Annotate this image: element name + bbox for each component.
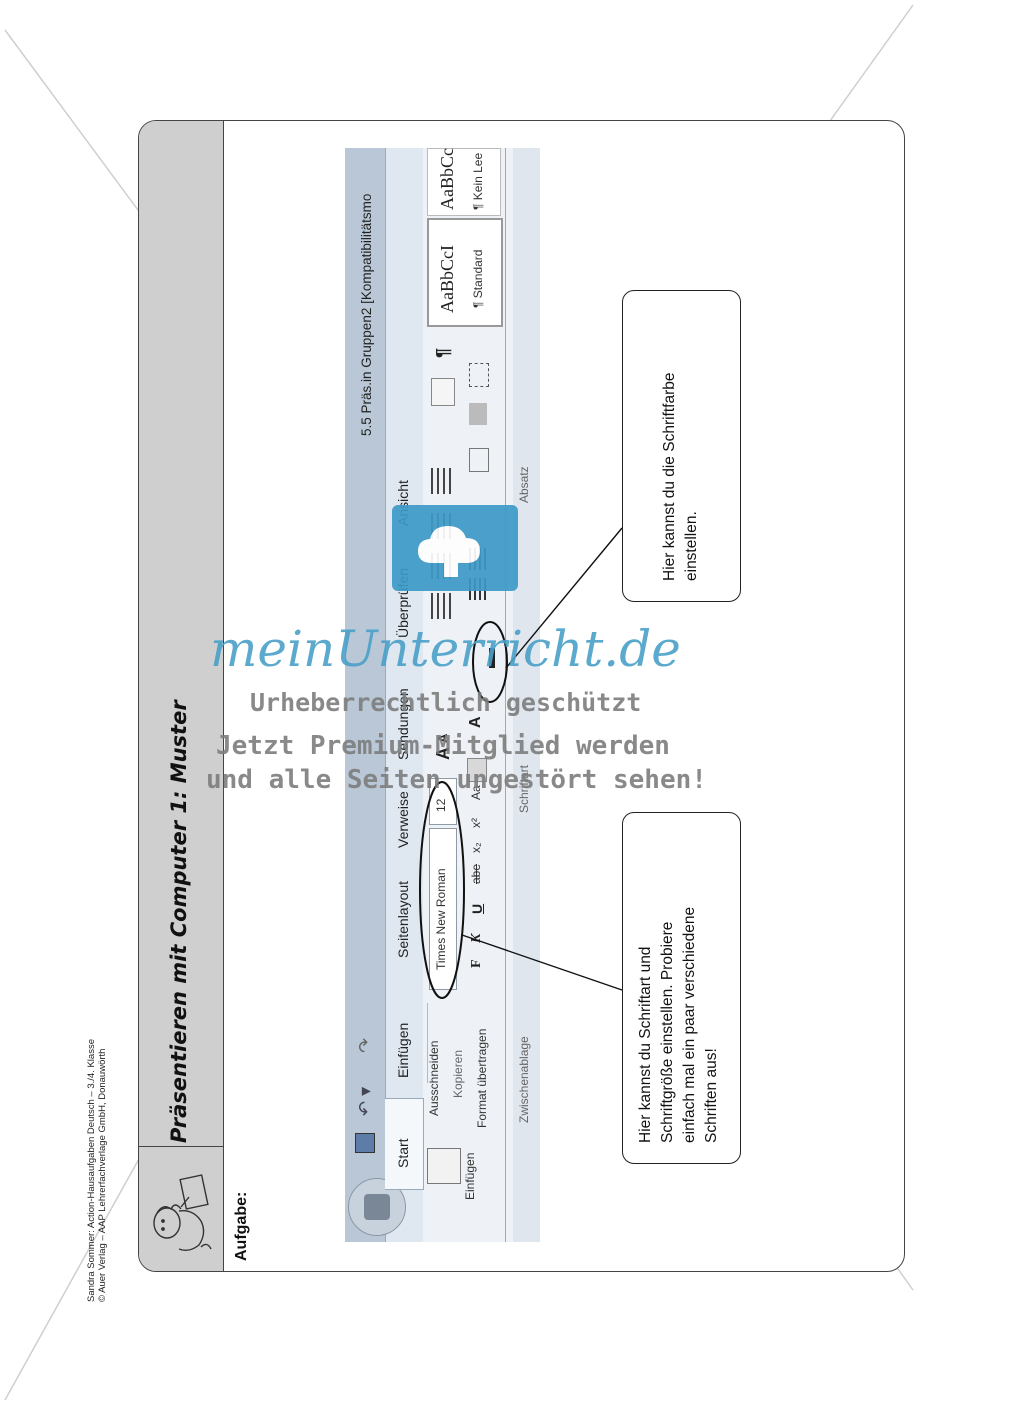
worksheet-header-bar bbox=[139, 121, 224, 1271]
style-kein-leerraum-box[interactable] bbox=[427, 148, 501, 216]
watermark-cloud-logo bbox=[392, 505, 518, 591]
callout-font-color-line-1: Hier kannst du die Schriftfarbe bbox=[661, 372, 678, 582]
callout-font-type-line-4: Schriften aus! bbox=[703, 1048, 720, 1143]
tab-start-bg bbox=[385, 1098, 424, 1190]
font-size-field[interactable] bbox=[429, 778, 457, 825]
callout-font-type-line-2: Schriftgröße einstellen. Probiere bbox=[659, 921, 676, 1143]
watermark-brand: meinUnterricht.de bbox=[210, 620, 681, 678]
borders-icon[interactable] bbox=[469, 363, 489, 387]
callout-font-color: Hier kannst du die Schriftfarbe einstell… bbox=[622, 290, 741, 602]
callout-font-type-line-3: einfach mal ein paar verschiedene bbox=[681, 906, 698, 1143]
watermark-line-2: Jetzt Premium-Mitglied werden bbox=[216, 731, 670, 761]
child-writing-icon bbox=[153, 1174, 212, 1252]
save-icon[interactable] bbox=[355, 1133, 375, 1153]
sort-icon[interactable] bbox=[431, 378, 455, 406]
office-button[interactable] bbox=[348, 1178, 406, 1236]
shading-icon[interactable] bbox=[469, 403, 487, 425]
callout-font-type-text: Hier kannst du Schriftart und Schriftgrö… bbox=[635, 907, 723, 1143]
callout-font-color-line-2: einstellen. bbox=[683, 511, 700, 581]
watermark-line-3: und alle Seiten ungestört sehen! bbox=[206, 765, 707, 795]
callout-font-color-text: Hier kannst du die Schriftfarbe einstell… bbox=[659, 373, 703, 582]
callout-font-type-line-1: Hier kannst du Schriftart und bbox=[637, 946, 654, 1143]
line-spacing-icon[interactable] bbox=[469, 448, 489, 472]
font-name-field[interactable] bbox=[429, 828, 457, 990]
style-standard-box[interactable] bbox=[427, 218, 503, 327]
font-color-bar-icon bbox=[489, 648, 495, 668]
watermark-line-1: Urheberrechtlich geschützt bbox=[250, 688, 642, 717]
bullets-icon[interactable] bbox=[431, 593, 451, 619]
callout-font-type: Hier kannst du Schriftart und Schriftgrö… bbox=[622, 812, 741, 1164]
office-logo-icon bbox=[364, 1194, 390, 1220]
paste-icon[interactable] bbox=[427, 1148, 461, 1184]
word-ribbon-screenshot: ↶ ▾ ↷ Start Einfügen Seitenlayout Verwei… bbox=[345, 148, 540, 1242]
highlight-icon[interactable] bbox=[467, 758, 487, 782]
indent-icon[interactable] bbox=[431, 468, 451, 494]
